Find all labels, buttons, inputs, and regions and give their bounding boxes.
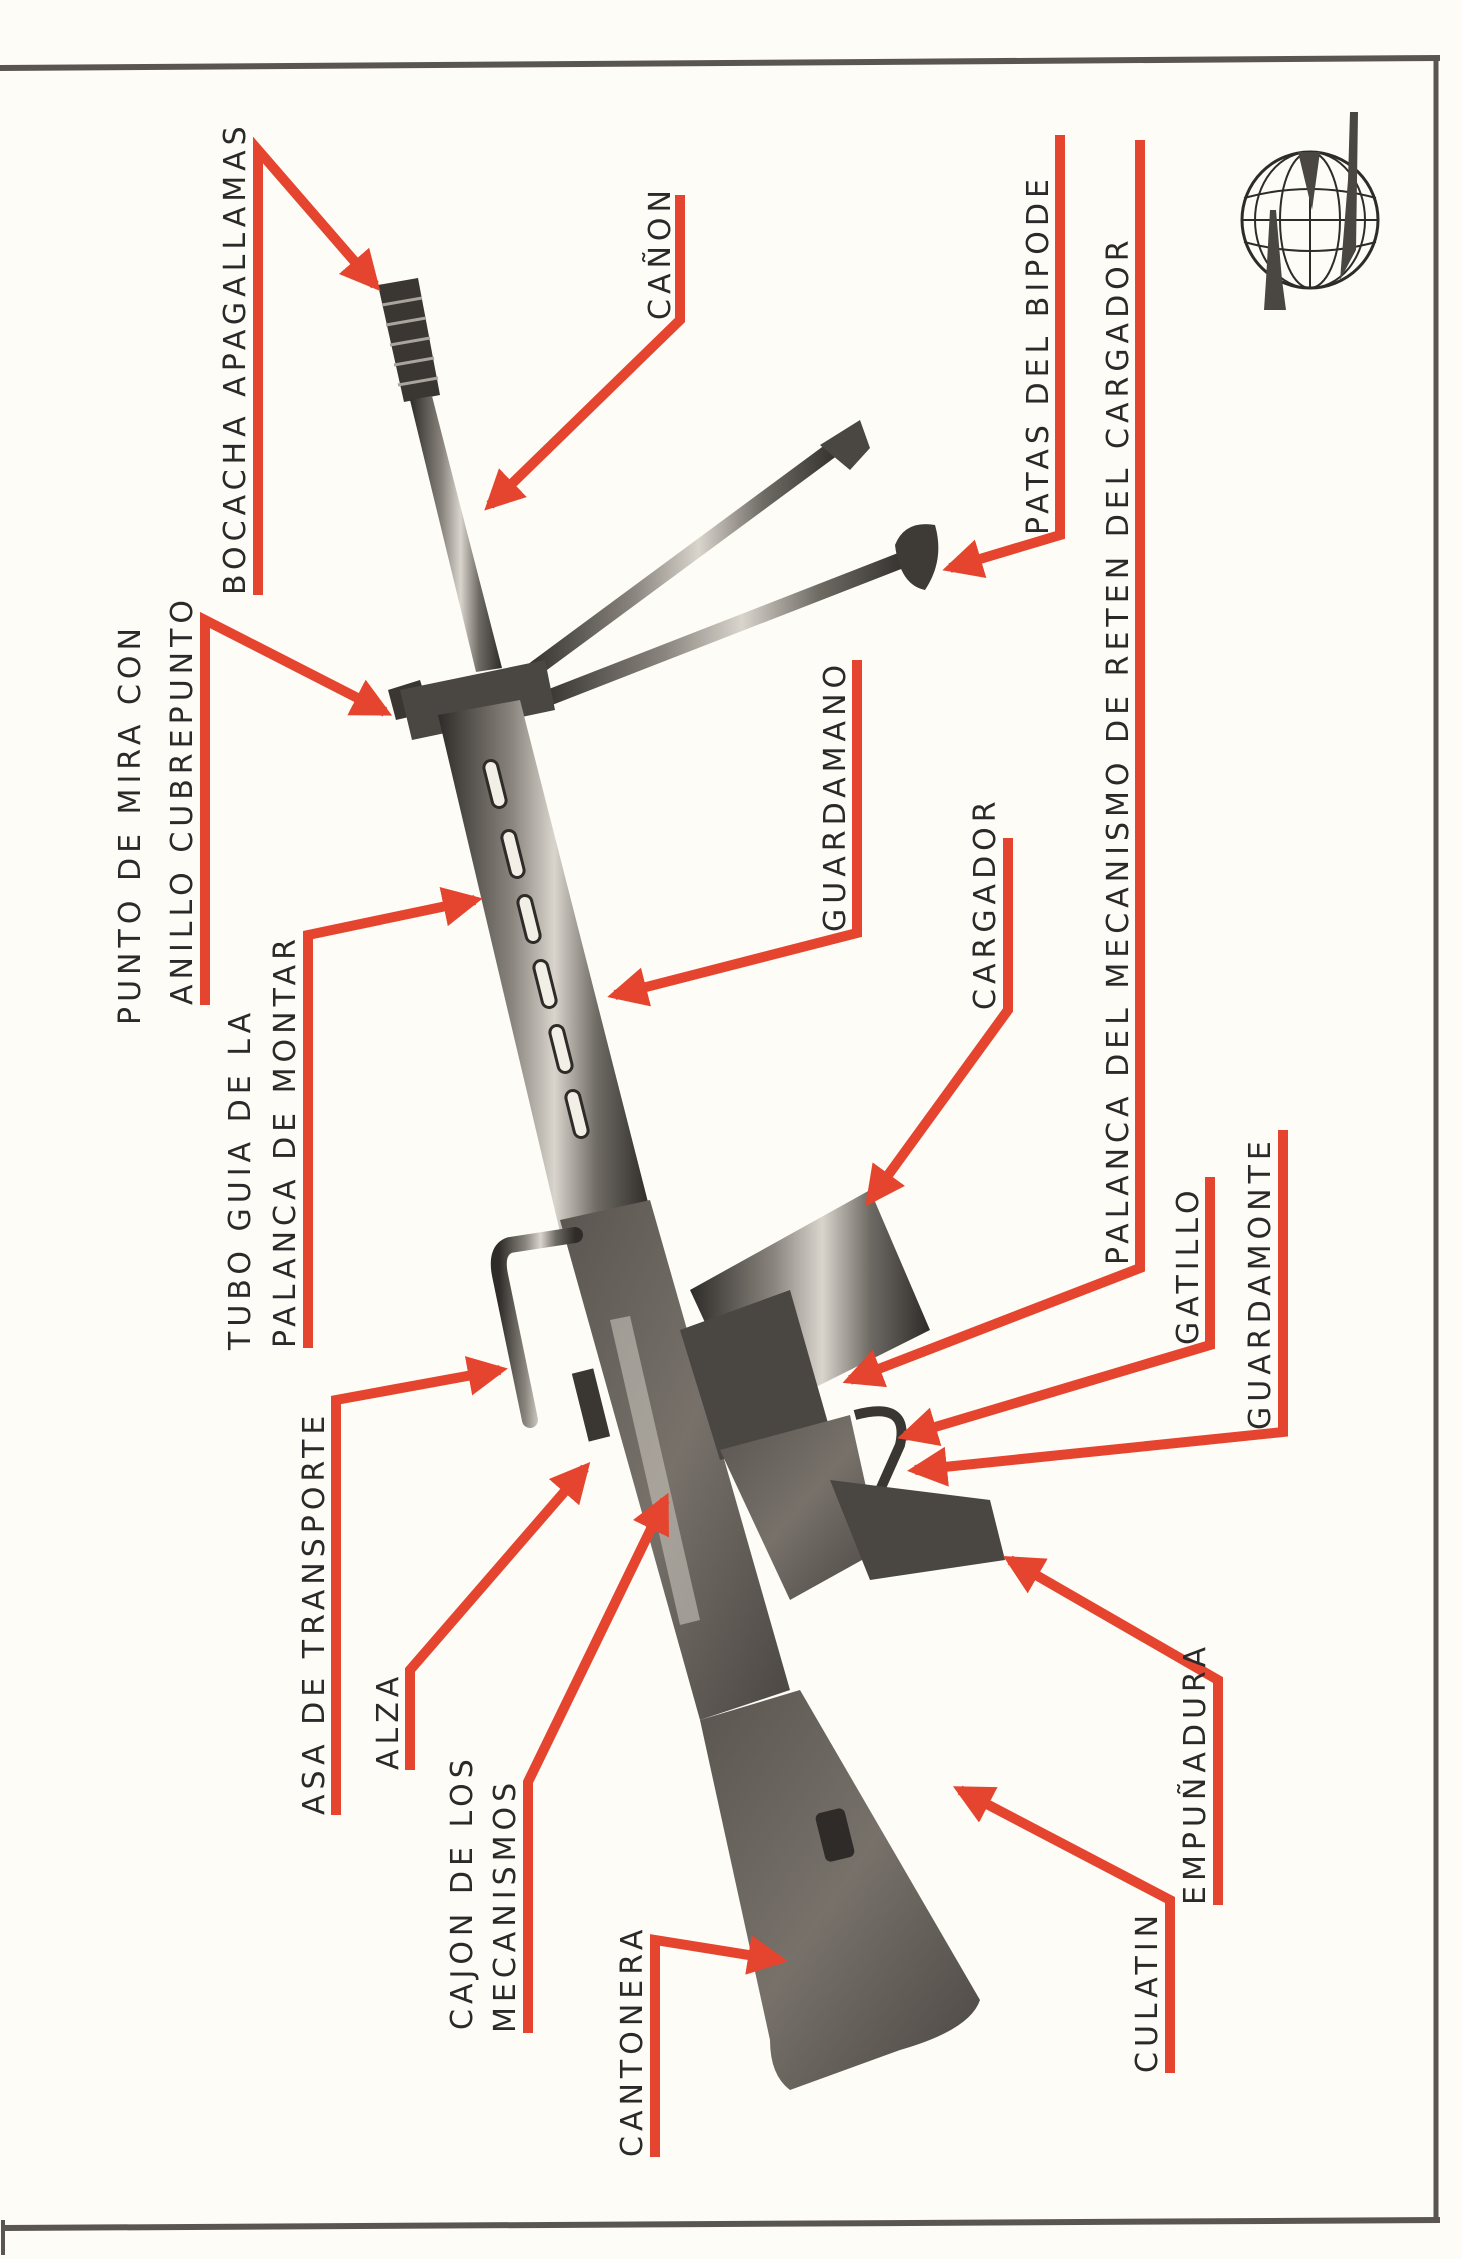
label-culatin: CULATIN xyxy=(1130,1910,1165,2073)
leader-canon xyxy=(484,195,685,511)
barrel xyxy=(410,396,502,672)
leader-cajon xyxy=(523,1492,670,2033)
rear-sight xyxy=(571,1368,611,1442)
label-cajon-line2: MECANISMOS xyxy=(488,1778,523,2033)
label-cajon-line1: CAJON DE LOS xyxy=(445,1754,480,2030)
leader-empunadura xyxy=(1003,1555,1223,1905)
label-punto-mira-line2: ANILLO CUBREPUNTO xyxy=(165,595,200,1005)
label-cargador: CARGADOR xyxy=(968,796,1003,1010)
stock xyxy=(700,1690,980,2090)
label-guardamonte: GUARDAMONTE xyxy=(1243,1136,1278,1430)
carry-handle xyxy=(490,1227,583,1428)
labels: BOCACHA APAGALLAMAS CAÑON PUNTO DE MIRA … xyxy=(113,121,1278,2157)
leader-gatillo xyxy=(897,1177,1215,1447)
label-cantonera: CANTONERA xyxy=(615,1925,650,2157)
label-empunadura: EMPUÑADURA xyxy=(1177,1642,1213,1905)
leader-guardamano xyxy=(607,660,862,1007)
leader-asa xyxy=(331,1356,508,1815)
label-gatillo: GATILLO xyxy=(1171,1185,1206,1345)
label-canon: CAÑON xyxy=(642,185,678,320)
leader-lines xyxy=(200,135,1288,2157)
label-punto-mira-line1: PUNTO DE MIRA CON xyxy=(113,623,148,1025)
page-frame xyxy=(0,55,1441,2255)
leader-alza xyxy=(405,1461,591,1770)
globe-logo-icon xyxy=(1240,112,1380,310)
label-tubo-guia-line1: TUBO GUIA DE LA xyxy=(223,1008,258,1351)
label-guardamano: GUARDAMANO xyxy=(818,660,853,932)
flash-hider xyxy=(378,278,440,402)
leader-tubo-guia xyxy=(303,886,483,1348)
magazine-well xyxy=(680,1290,830,1460)
leader-cantonera xyxy=(650,1934,788,2157)
front-sight-block xyxy=(400,660,555,740)
leader-punto-mira xyxy=(200,611,393,1005)
label-tubo-guia-line2: PALANCA DE MONTAR xyxy=(268,934,303,1348)
leader-patas xyxy=(942,135,1065,578)
rifle-illustration xyxy=(378,278,1005,2090)
leader-palanca-reten xyxy=(842,140,1145,1388)
handguard-slots xyxy=(482,759,590,1139)
label-asa-transporte: ASA DE TRANSPORTE xyxy=(297,1411,332,1815)
label-alza: ALZA xyxy=(371,1672,406,1770)
label-patas-bipode: PATAS DEL BIPODE xyxy=(1021,174,1056,535)
label-palanca-reten: PALANCA DEL MECANISMO DE RETEN DEL CARGA… xyxy=(1101,235,1136,1265)
trigger-group xyxy=(720,1415,880,1600)
label-bocacha: BOCACHA APAGALLAMAS xyxy=(218,121,253,595)
leader-cargador xyxy=(865,838,1013,1207)
sling-slot xyxy=(815,1808,855,1862)
leader-guardamonte xyxy=(907,1130,1288,1487)
bipod xyxy=(512,420,939,713)
leader-bocacha xyxy=(253,136,381,595)
leader-culatin xyxy=(952,1785,1175,2073)
pistol-grip xyxy=(830,1480,1005,1580)
